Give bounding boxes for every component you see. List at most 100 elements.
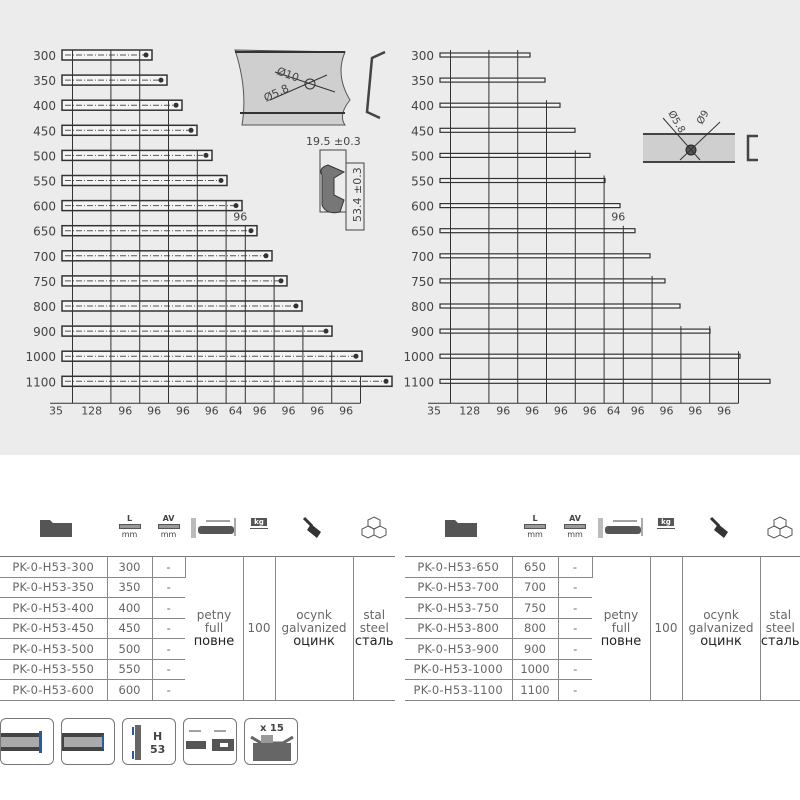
right-rail-bar (439, 253, 651, 259)
length-value: 350 (107, 576, 153, 598)
hole-leader (662, 117, 701, 161)
unit-label: mm (121, 530, 138, 539)
right-rail-bar (439, 152, 591, 158)
extension-icon (592, 514, 650, 544)
right-dimension-label: 64 (607, 404, 621, 417)
length-value: 800 (512, 617, 559, 639)
load-cell: 100 (243, 556, 276, 701)
height-value: 53 (150, 743, 165, 756)
product-code: PK-0-H53-350 (0, 576, 108, 598)
extension-pl: petny (603, 607, 639, 622)
product-code: PK-0-H53-750 (405, 597, 513, 619)
product-code: PK-0-H53-700 (405, 576, 513, 598)
length-value: 1100 (512, 679, 559, 701)
material-ua: сталь (354, 633, 394, 649)
weight-icon: kg (243, 514, 275, 531)
product-code: PK-0-H53-1100 (405, 679, 513, 701)
right-rail-bar (439, 102, 561, 108)
technical-drawing: 3003504004505005506006507007508009001000… (0, 0, 800, 455)
extension-pl: petny (196, 607, 232, 622)
right-length-label: 350 (411, 74, 434, 88)
extension-ua: повне (600, 633, 642, 649)
rail-section-icon (746, 134, 758, 162)
left-hole (293, 303, 299, 309)
right-rail-bar (439, 228, 636, 234)
right-dimension-label: 96 (496, 404, 510, 417)
left-length-label: 750 (33, 275, 56, 289)
hole-leader (679, 121, 721, 161)
right-length-label: 700 (411, 250, 434, 264)
right-rail-bar (439, 378, 771, 384)
pack-quantity: x 15 (260, 723, 284, 734)
left-length-label: 450 (33, 124, 56, 138)
length-value: 750 (512, 597, 559, 619)
left-dimension-label: 96 (282, 404, 296, 417)
left-hole (383, 378, 389, 384)
left-length-label: 300 (33, 49, 56, 63)
right-length-label: 550 (411, 175, 434, 189)
height-dimension-label: 53.4 ±0.3 (351, 167, 364, 222)
left-hole (323, 328, 329, 334)
length-header: L (532, 514, 538, 523)
left-length-label: 700 (33, 250, 56, 264)
material-pl: stal (769, 607, 792, 622)
height-dimension-box (345, 162, 365, 231)
left-dimension-label: 35 (49, 404, 63, 417)
right-dimension-label: 96 (525, 404, 539, 417)
length-value: 700 (512, 576, 559, 598)
product-code: PK-0-H53-450 (0, 617, 108, 639)
finish-en: galvanized (688, 620, 754, 635)
length-value: 450 (107, 617, 153, 639)
height-label: H (153, 730, 162, 743)
length-value: 300 (107, 556, 153, 578)
right-length-label: 1100 (403, 375, 434, 389)
brush-icon (682, 514, 760, 546)
left-hole (218, 178, 224, 183)
av-value: - (558, 556, 593, 578)
right-length-label: 800 (411, 300, 434, 314)
right-length-label: 300 (411, 49, 434, 63)
right-rail-bar (439, 278, 666, 284)
length-value: 550 (107, 658, 153, 680)
left-length-label: 500 (33, 149, 56, 163)
av-value: - (152, 617, 185, 639)
length-value: 500 (107, 638, 153, 660)
av-value: - (152, 679, 185, 701)
extension-en: full (611, 620, 631, 635)
finish-ua: оцинк (700, 633, 742, 649)
hole-leader (274, 71, 336, 93)
av-value: - (152, 576, 185, 598)
av-value: - (152, 597, 185, 619)
right-rail-bar (439, 127, 576, 133)
left-length-label: 600 (33, 200, 56, 214)
material-ua: сталь (760, 633, 800, 649)
right-rail-bar (439, 353, 741, 359)
av-value: - (558, 617, 592, 639)
weight-header: kg (251, 518, 267, 526)
right-rail-bar (439, 52, 531, 58)
extension-en: full (204, 620, 224, 635)
right-dimension-label: 96 (688, 404, 702, 417)
rail-cross-section (320, 164, 346, 214)
hole-diameter-label: Ø5.8 (665, 109, 687, 136)
left-dimension-label: 96 (339, 404, 353, 417)
left-rail-bar (61, 275, 288, 287)
av-header: AV (162, 514, 175, 523)
right-offset-label: 96 (611, 211, 625, 224)
left-length-label: 400 (33, 99, 56, 113)
av-value: - (558, 576, 592, 598)
av-value: - (152, 556, 186, 578)
right-length-label: 600 (411, 200, 434, 214)
hole-leader (269, 74, 328, 101)
material-en: steel (359, 620, 389, 635)
left-hole (233, 203, 239, 209)
